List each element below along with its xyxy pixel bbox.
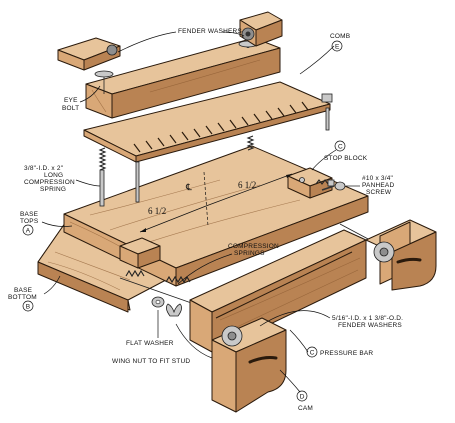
label-screw-1: #10 x 3/4" (362, 175, 394, 182)
label-compression-springs-1: COMPRESSION (228, 243, 279, 250)
long-compression-spring (98, 147, 107, 207)
label-eye-bolt-1: EYE (64, 97, 78, 104)
label-fender-washers2-2: FENDER WASHERS (338, 322, 402, 329)
knob-left (57, 37, 121, 71)
eye-bolt-left (94, 70, 114, 94)
label-wing-nut: WING NUT TO FIT STUD (112, 358, 190, 365)
upper-bar (85, 37, 281, 119)
cam-bottom (211, 317, 287, 413)
panhead-screw (321, 181, 346, 191)
flat-washer (151, 296, 165, 308)
dimension-right: 6 1/2 (238, 180, 256, 190)
label-pressure-bar-letter: C (310, 350, 315, 357)
label-base-tops-2: TOPS (20, 218, 39, 225)
label-base-bottom-letter: B (26, 304, 31, 311)
label-spring-long-1: 3/8"-I.D. x 2" (24, 165, 64, 172)
label-comb-letter: E (335, 44, 340, 51)
label-eye-bolt-2: BOLT (62, 105, 79, 112)
dimension-lines: 6 1/2 6 1/2 ℄ (139, 171, 293, 233)
spring-middle (246, 135, 255, 151)
label-cam: CAM (298, 405, 313, 412)
label-pressure-bar: PRESSURE BAR (320, 350, 373, 357)
label-screw-3: SCREW (366, 189, 392, 196)
label-comb: COMB (330, 33, 350, 40)
label-base-tops-1: BASE (20, 211, 39, 218)
label-compression-springs-2: SPRINGS (234, 250, 265, 257)
label-fender-washers2-1: 5/16"-I.D. x 1 3/8"-O.D. (332, 315, 403, 322)
comb (83, 81, 331, 163)
stop-block-spring (315, 179, 335, 187)
dimension-left: 6 1/2 (148, 206, 166, 216)
leader-lines (41, 31, 360, 393)
label-stop-block-letter: C (338, 144, 343, 151)
label-stop-block: STOP BLOCK (324, 155, 368, 162)
stop-block (287, 167, 333, 199)
label-base-bottom-1: BASE (14, 287, 33, 294)
labels: FENDER WASHERS COMB E EYE BOLT C STOP BL… (8, 28, 403, 412)
wing-nut (166, 303, 182, 317)
label-base-tops-letter: A (26, 228, 31, 235)
knob-right (239, 11, 283, 47)
cam-right (365, 219, 437, 291)
label-screw-2: PANHEAD (362, 182, 394, 189)
label-flat-washer: FLAT WASHER (126, 340, 174, 347)
compression-springs (119, 269, 201, 307)
label-spring-long-3: COMPRESSION (24, 179, 75, 186)
comb-studs (135, 93, 333, 203)
label-spring-long-2: LONG (44, 172, 63, 179)
label-fender-washers: FENDER WASHERS (178, 28, 242, 35)
label-spring-long-4: SPRING (40, 186, 66, 193)
spring-block (119, 237, 161, 269)
centerline-symbol: ℄ (185, 182, 192, 192)
label-cam-letter: D (300, 394, 305, 401)
label-base-bottom-2: BOTTOM (8, 294, 37, 301)
